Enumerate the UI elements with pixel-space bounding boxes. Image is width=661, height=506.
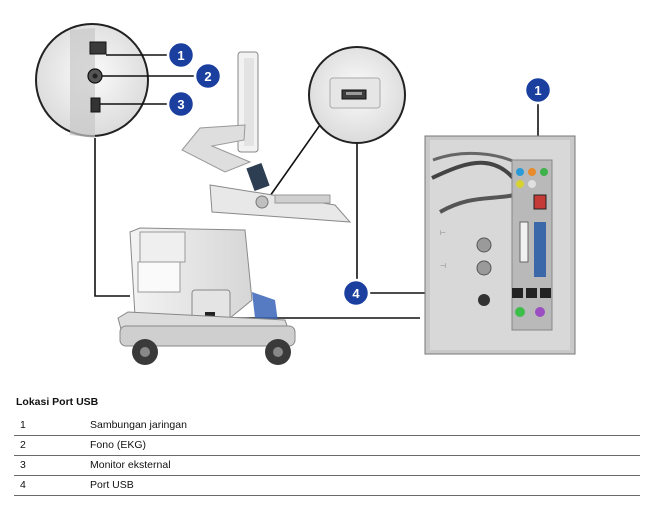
- rear-panel-photo: ⊢ ⊣: [424, 135, 576, 355]
- legend-label: Sambungan jaringan: [90, 416, 640, 436]
- legend-number: 1: [14, 416, 90, 436]
- legend-label: Fono (EKG): [90, 435, 640, 456]
- legend-table: 1 Sambungan jaringan 2 Fono (EKG) 3 Moni…: [14, 416, 640, 496]
- callout-2: 2: [193, 61, 223, 91]
- legend-label: Monitor eksternal: [90, 455, 640, 476]
- svg-text:⊢: ⊢: [440, 229, 446, 237]
- callout-4: 4: [341, 278, 371, 308]
- legend-title: Lokasi Port USB: [16, 396, 99, 408]
- panel-usb-zoom: [308, 46, 406, 144]
- legend-label: Port USB: [90, 475, 640, 496]
- rear-ports-zoom: [35, 23, 149, 138]
- callout-3: 3: [166, 89, 196, 119]
- legend-row: 1 Sambungan jaringan: [14, 416, 640, 436]
- svg-text:1: 1: [534, 83, 541, 98]
- legend-row: 4 Port USB: [14, 475, 640, 496]
- ultrasound-cart: [117, 51, 352, 365]
- legend-number: 2: [14, 435, 90, 456]
- ultrasound-port-diagram: ⊢ ⊣ 1 2 3 4 1: [35, 23, 576, 365]
- legend-number: 3: [14, 455, 90, 476]
- svg-text:2: 2: [204, 69, 211, 84]
- legend-row: 3 Monitor eksternal: [14, 455, 640, 476]
- svg-text:3: 3: [177, 97, 184, 112]
- callout-1: 1: [166, 40, 196, 70]
- legend-row: 2 Fono (EKG): [14, 435, 640, 456]
- callout-1-panel: 1: [523, 75, 553, 105]
- network-port: [89, 41, 107, 55]
- legend-number: 4: [14, 475, 90, 496]
- svg-text:4: 4: [352, 286, 360, 301]
- svg-text:⊣: ⊣: [440, 262, 446, 270]
- monitor-port: [90, 97, 101, 113]
- svg-text:1: 1: [177, 48, 184, 63]
